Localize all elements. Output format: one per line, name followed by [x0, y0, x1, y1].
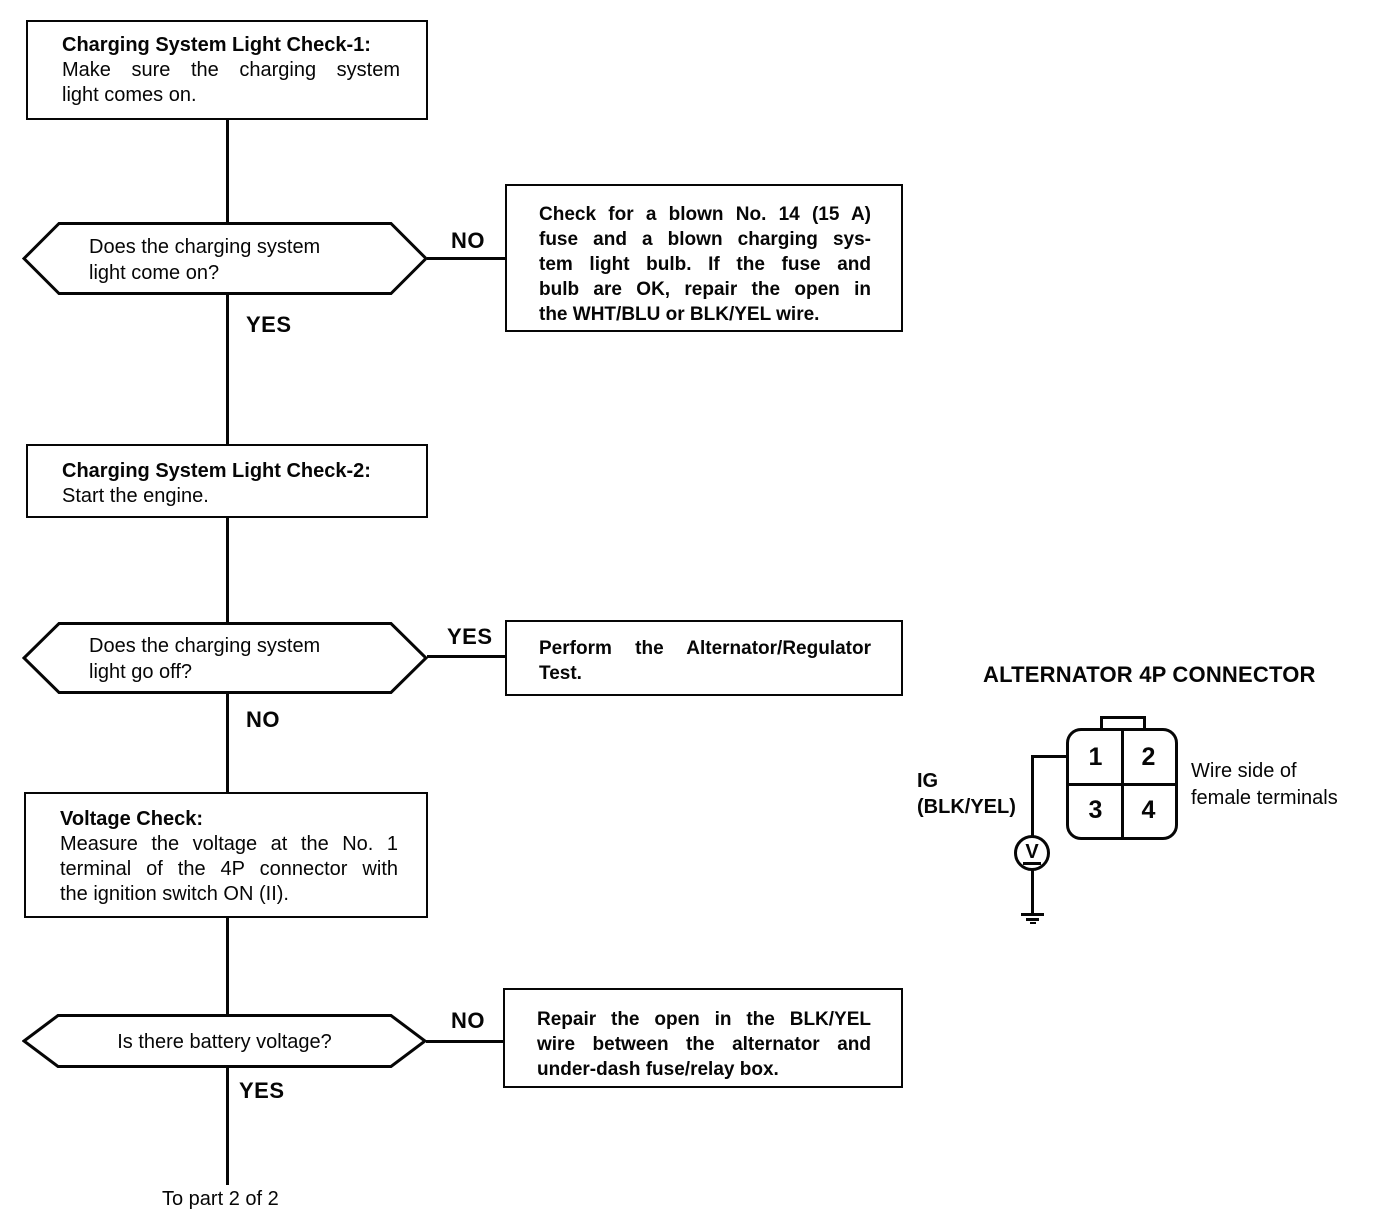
connector-line: [427, 257, 507, 260]
decision-q3-text: Is there battery voltage?: [117, 1031, 332, 1053]
ground-icon: [1026, 918, 1039, 921]
connector-line: [226, 692, 229, 793]
edge-label-no: NO: [451, 228, 485, 253]
hexagon-shape: [22, 1014, 427, 1068]
voltmeter-icon: V: [1014, 835, 1050, 871]
connector-line: [226, 917, 229, 1016]
ground-icon: [1030, 922, 1036, 924]
edge-label-yes: YES: [239, 1078, 285, 1103]
test-wire: [1031, 869, 1034, 915]
pin-1: 1: [1088, 743, 1103, 771]
connector-line: [226, 517, 229, 623]
edge-label-no: NO: [451, 1008, 485, 1033]
ig-wire-label-line1: IG: [917, 770, 939, 792]
voltmeter-symbol: V: [1023, 840, 1041, 865]
connector-line: [226, 1066, 229, 1185]
box-title: Voltage Check:: [60, 808, 203, 830]
offpage-reference: To part 2 of 2: [162, 1188, 279, 1210]
test-wire: [1031, 755, 1069, 758]
connector-line: [427, 655, 507, 658]
connector-line: [226, 294, 229, 445]
process-box-check2: Charging System Light Check-2: Start the…: [26, 444, 428, 518]
connector-line: [226, 119, 229, 224]
pin-grid: 1 2 3 4: [1069, 731, 1175, 837]
edge-label-yes: YES: [246, 312, 292, 337]
decision-q2: [22, 622, 428, 694]
pin-2: 2: [1141, 743, 1156, 771]
box-title: Charging System Light Check-1:: [62, 34, 371, 56]
hexagon-shape: [22, 222, 428, 295]
hexagon-shape: [22, 622, 428, 694]
pin-4: 4: [1141, 796, 1156, 824]
ig-wire-label: IG (BLK/YEL): [917, 768, 1016, 820]
ig-wire-label-line2: (BLK/YEL): [917, 796, 1016, 818]
edge-label-no: NO: [246, 707, 280, 732]
box-body: Start the engine.: [62, 485, 209, 507]
connector-line: [426, 1040, 505, 1043]
process-box-voltage: Voltage Check: Measure the voltage at th…: [24, 792, 428, 918]
connector-body: 1 2 3 4: [1066, 728, 1178, 840]
edge-label-yes: YES: [447, 624, 493, 649]
connector-divider-horizontal: [1069, 782, 1175, 786]
pin-3: 3: [1088, 796, 1103, 824]
decision-q1: [22, 222, 428, 295]
ground-icon: [1021, 913, 1044, 916]
box-title: Charging System Light Check-2:: [62, 460, 371, 482]
test-wire: [1031, 755, 1034, 837]
process-box-check1: Charging System Light Check-1: Make sure…: [26, 20, 428, 120]
decision-q3: [22, 1014, 427, 1068]
action-box-fuse: Check for a blown No. 14 (15 A)fuse and …: [505, 184, 903, 332]
connector-diagram-title: ALTERNATOR 4P CONNECTOR: [983, 662, 1316, 687]
